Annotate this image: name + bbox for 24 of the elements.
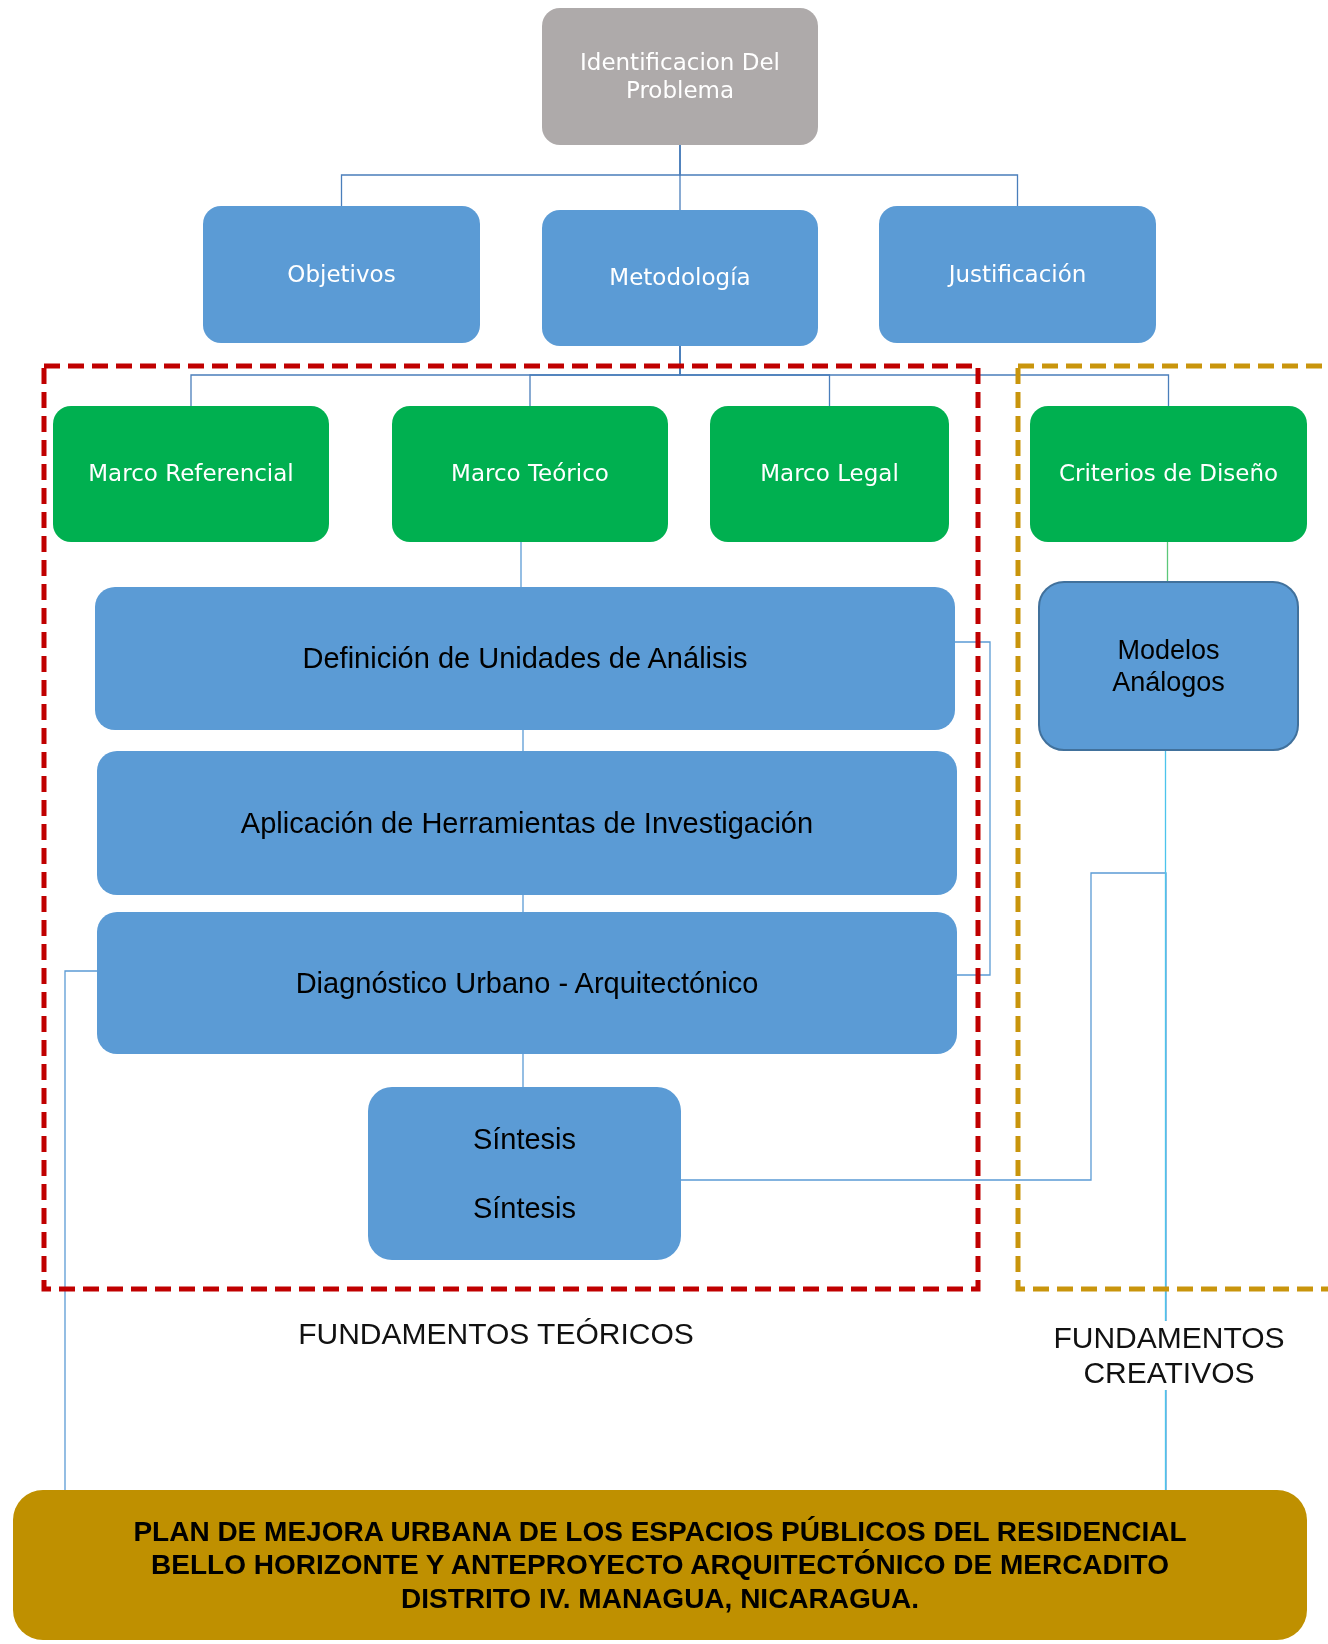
- connector-line: [522, 1053, 524, 1088]
- connector-line: [680, 872, 1167, 1491]
- connector-line: [520, 541, 522, 588]
- connector-line: [1166, 541, 1169, 582]
- connector-line: [522, 729, 524, 752]
- process-box: Aplicación de Herramientas de Investigación: [97, 751, 957, 895]
- connector-line: [679, 144, 1019, 207]
- process-box: Diagnóstico Urbano - Arquitectónico: [97, 912, 957, 1054]
- process-box: Modelos Análogos: [1038, 581, 1299, 751]
- framework-box: Marco Referencial: [53, 406, 329, 542]
- connector-line: [522, 894, 524, 913]
- problem-box: Identificacion Del Problema: [542, 8, 818, 145]
- result-box: PLAN DE MEJORA URBANA DE LOS ESPACIOS PÚBLICOS DEL RESIDENCIAL BELLO HORIZONTE Y ANTEPROYECTO ARQUITECTÓNICO DE MERCADITO DISTRITO IV. MANAGUA, NICARAGUA.: [13, 1490, 1307, 1640]
- connector-line: [1164, 750, 1167, 1491]
- connector-line: [64, 970, 98, 1491]
- topic-box: Justificación: [879, 206, 1156, 343]
- topic-box: Objetivos: [203, 206, 480, 343]
- framework-box: Marco Legal: [710, 406, 949, 542]
- topic-box: Metodología: [542, 210, 818, 346]
- framework-box: Criterios de Diseño: [1030, 406, 1307, 542]
- framework-box: Marco Teórico: [392, 406, 668, 542]
- process-box: Síntesis Síntesis: [368, 1087, 681, 1260]
- connector-line: [954, 641, 991, 976]
- process-box: Definición de Unidades de Análisis: [95, 587, 955, 730]
